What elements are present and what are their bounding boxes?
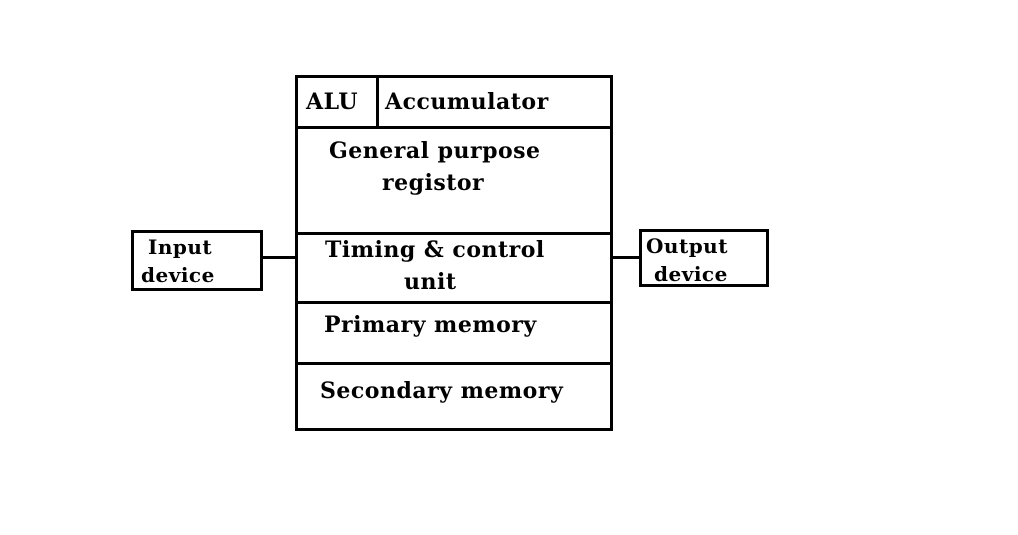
cpu-stack-box bbox=[295, 75, 613, 431]
output-device-box bbox=[639, 229, 769, 287]
input-device-box bbox=[131, 230, 263, 291]
input-connector bbox=[261, 256, 298, 259]
input-device-label-line2: device bbox=[141, 263, 215, 287]
output-device-label-line2: device bbox=[654, 262, 728, 286]
divider-primary-row bbox=[295, 362, 613, 365]
output-device-label-line1: Output bbox=[646, 234, 728, 258]
general-purpose-label-line2: registor bbox=[382, 170, 485, 196]
secondary-memory-label: Secondary memory bbox=[320, 378, 564, 404]
divider-alu-accumulator bbox=[376, 75, 379, 128]
divider-timing-row bbox=[295, 301, 613, 304]
divider-register-row bbox=[295, 232, 613, 235]
timing-control-label-line2: unit bbox=[404, 269, 457, 295]
general-purpose-label-line1: General purpose bbox=[329, 138, 541, 164]
alu-label: ALU bbox=[306, 89, 359, 115]
timing-control-label-line1: Timing & control bbox=[325, 237, 545, 263]
divider-alu-row bbox=[295, 126, 613, 129]
input-device-label-line1: Input bbox=[148, 235, 213, 259]
accumulator-label: Accumulator bbox=[385, 89, 549, 115]
primary-memory-label: Primary memory bbox=[324, 312, 537, 338]
output-connector bbox=[611, 256, 641, 259]
